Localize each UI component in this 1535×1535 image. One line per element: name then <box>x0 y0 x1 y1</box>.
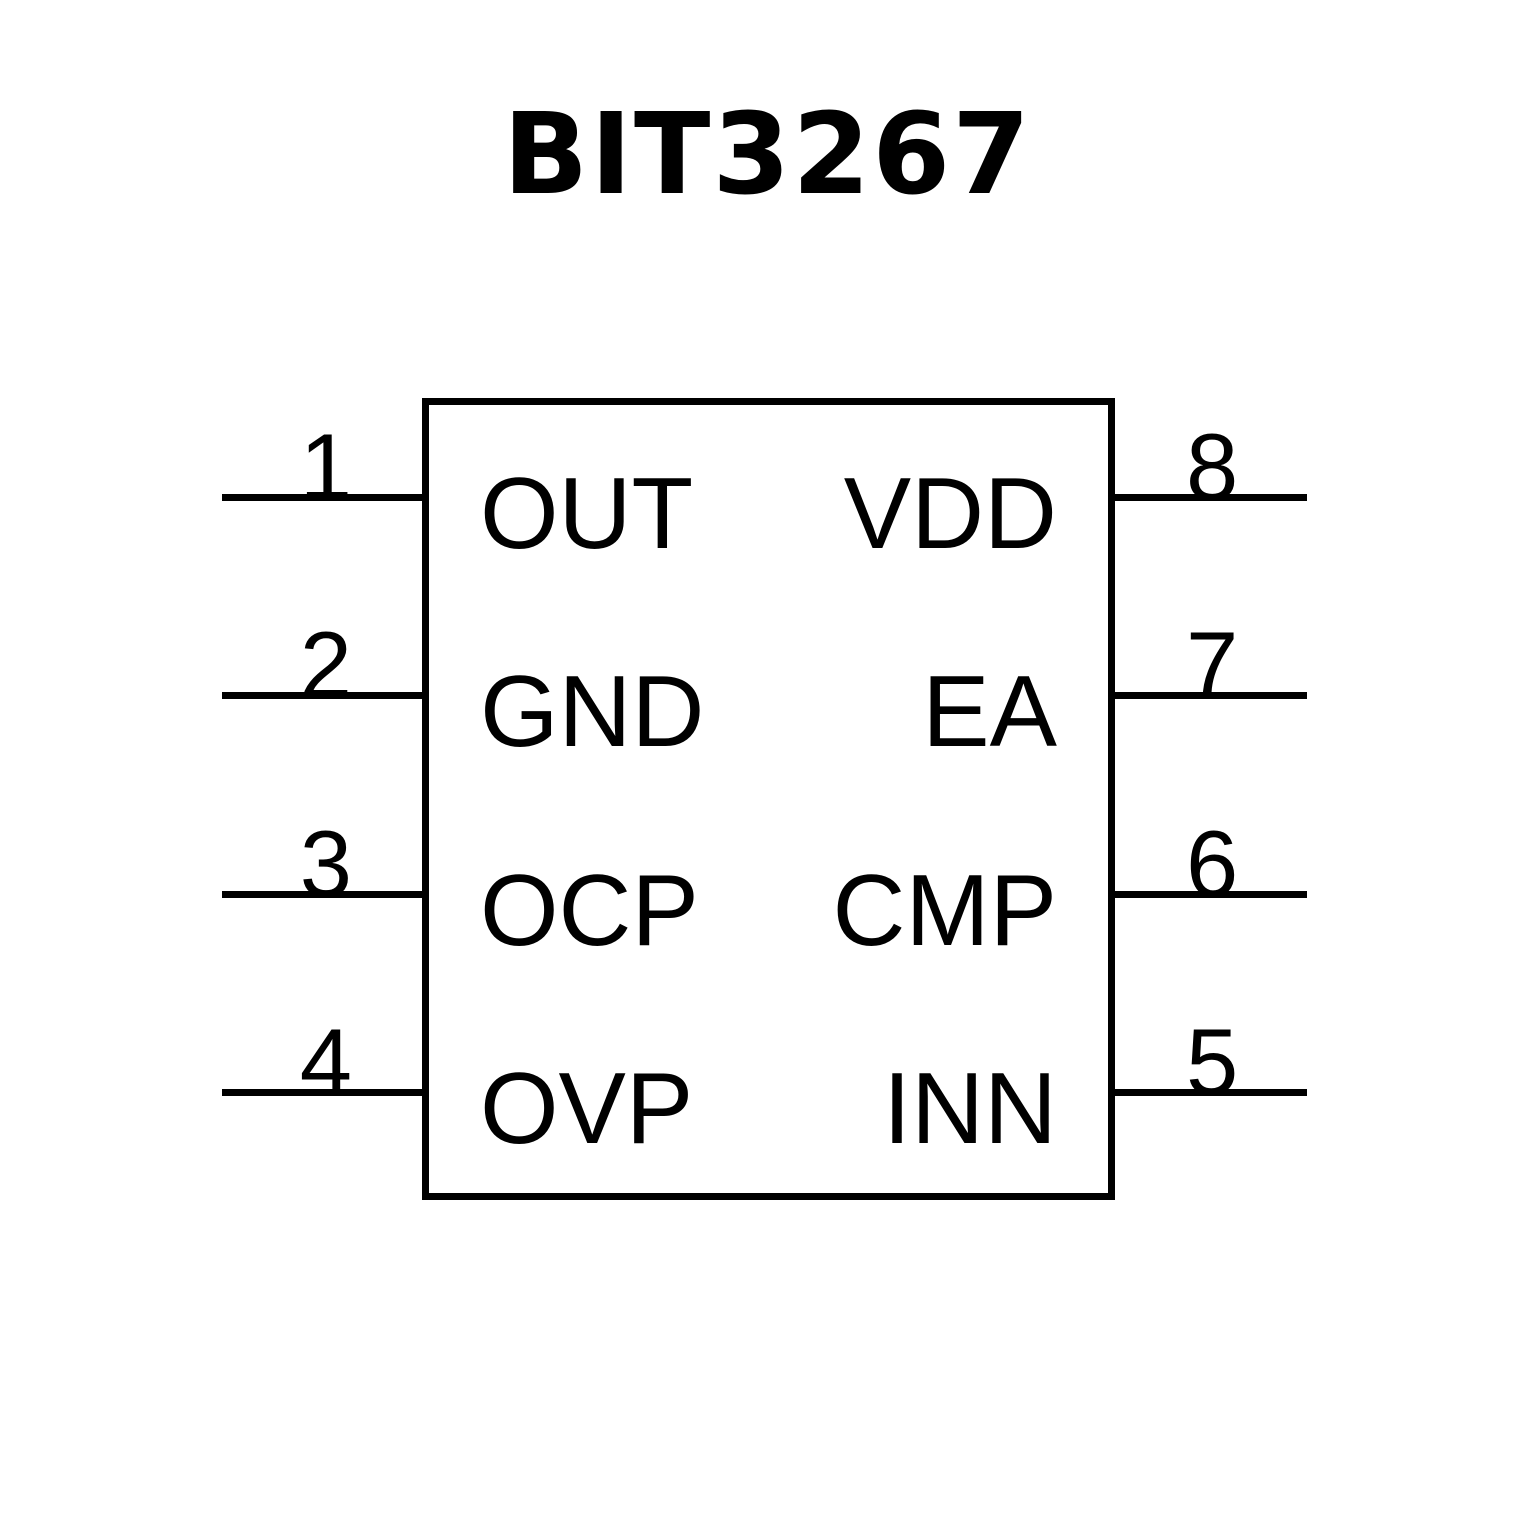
pin-number-8: 8 <box>1186 414 1239 519</box>
pin-number-1: 1 <box>299 414 352 519</box>
chip-body-outline <box>422 398 1115 1200</box>
pin-lead-8 <box>1111 494 1307 501</box>
pin-label-out: OUT <box>480 458 694 570</box>
pin-lead-2 <box>222 692 426 699</box>
pin-lead-3 <box>222 891 426 898</box>
pin-number-6: 6 <box>1186 811 1239 916</box>
pin-label-cmp: CMP <box>832 855 1057 967</box>
pin-label-vdd: VDD <box>843 458 1057 570</box>
pin-label-ovp: OVP <box>480 1053 694 1165</box>
pin-label-inn: INN <box>883 1053 1057 1165</box>
pin-lead-4 <box>222 1089 426 1096</box>
pin-lead-7 <box>1111 692 1307 699</box>
pin-label-gnd: GND <box>480 656 705 768</box>
pin-lead-1 <box>222 494 426 501</box>
pin-label-ea: EA <box>922 656 1057 768</box>
pin-number-4: 4 <box>299 1009 352 1114</box>
pin-lead-6 <box>1111 891 1307 898</box>
pin-number-5: 5 <box>1186 1009 1239 1114</box>
pin-lead-5 <box>1111 1089 1307 1096</box>
page-title: BIT3267 <box>502 90 1033 220</box>
pin-number-2: 2 <box>299 612 352 717</box>
pin-label-ocp: OCP <box>480 855 699 967</box>
pin-number-7: 7 <box>1186 612 1239 717</box>
pin-number-3: 3 <box>299 811 352 916</box>
